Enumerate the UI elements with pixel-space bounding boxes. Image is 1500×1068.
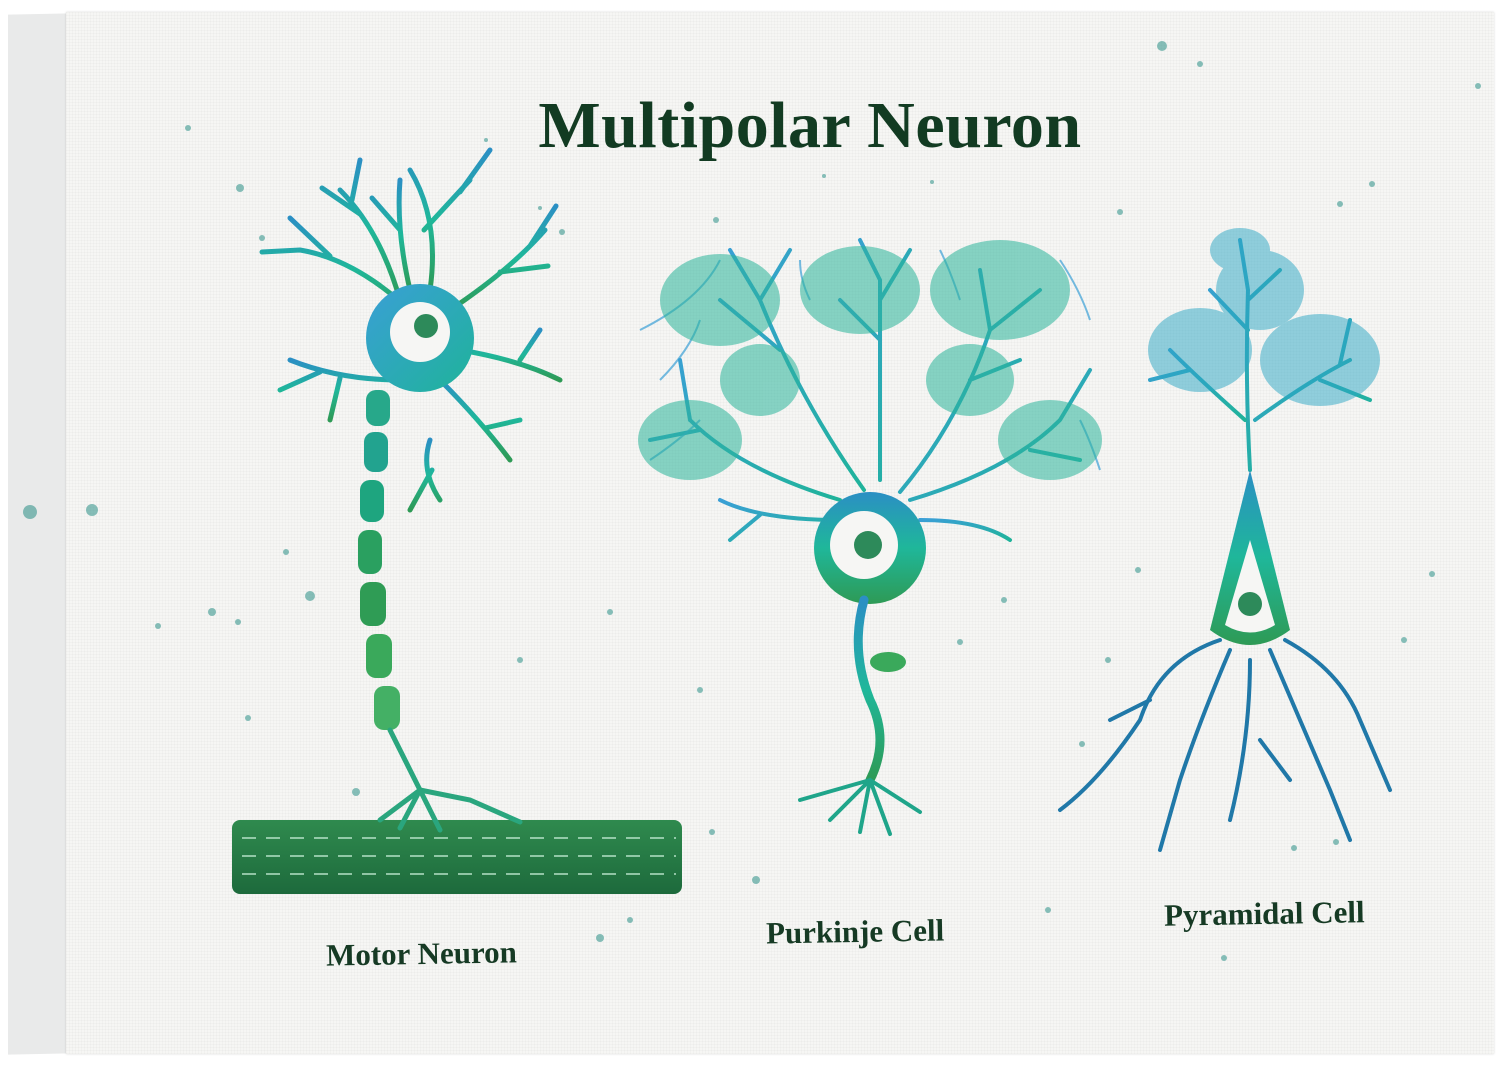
- pyramidal-cell-figure: [1058, 228, 1392, 852]
- motor-neuron-figure: [232, 147, 682, 894]
- watercolor-splatter: [23, 41, 1481, 961]
- poster-title: Multipolar Neuron: [538, 89, 1082, 162]
- label-purkinje-cell: Purkinje Cell: [765, 912, 945, 951]
- label-motor-neuron: Motor Neuron: [325, 934, 518, 973]
- purkinje-cell-figure: [638, 238, 1102, 836]
- label-pyramidal-cell: Pyramidal Cell: [1163, 894, 1365, 933]
